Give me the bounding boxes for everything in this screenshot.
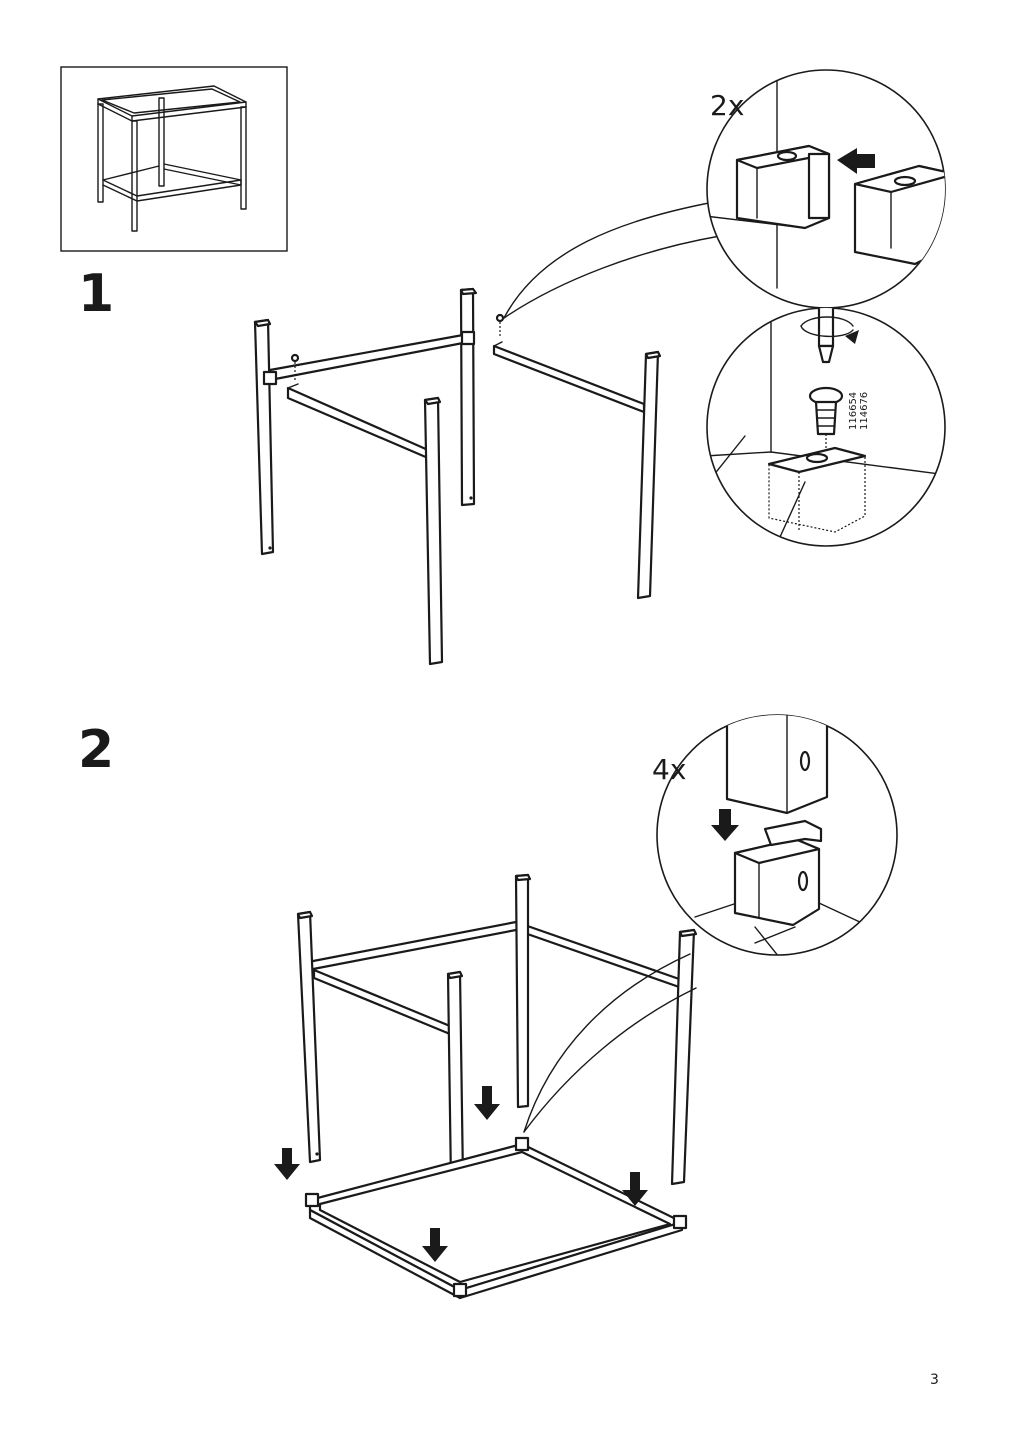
step-2-assembly-illustration (274, 873, 698, 1300)
step-2-detail-circle-bracket (656, 714, 898, 956)
part-numbers: 116654 114676 (848, 392, 870, 430)
step-1-detail-circle-bracket (706, 69, 946, 309)
down-arrow-icon (274, 1086, 648, 1262)
screw-icon (290, 313, 505, 380)
part-number-1: 116654 (848, 391, 859, 430)
bracket-icon (735, 144, 831, 230)
down-arrow-icon (711, 809, 739, 841)
step-number-2: 2 (78, 720, 115, 780)
step-1-detail-circle-screw (706, 307, 946, 547)
step-1-quantity-label: 2x (710, 89, 745, 122)
left-arrow-icon (837, 148, 875, 174)
part-number-2: 114676 (859, 391, 870, 430)
page-number: 3 (930, 1372, 939, 1388)
step-1-frame-illustration (253, 287, 662, 666)
product-overview-illustration (60, 66, 288, 252)
step-1-callout-pointer (503, 201, 721, 319)
step-2-quantity-label: 4x (652, 753, 687, 786)
screwdriver-icon (800, 308, 859, 364)
step-number-1: 1 (78, 264, 115, 324)
